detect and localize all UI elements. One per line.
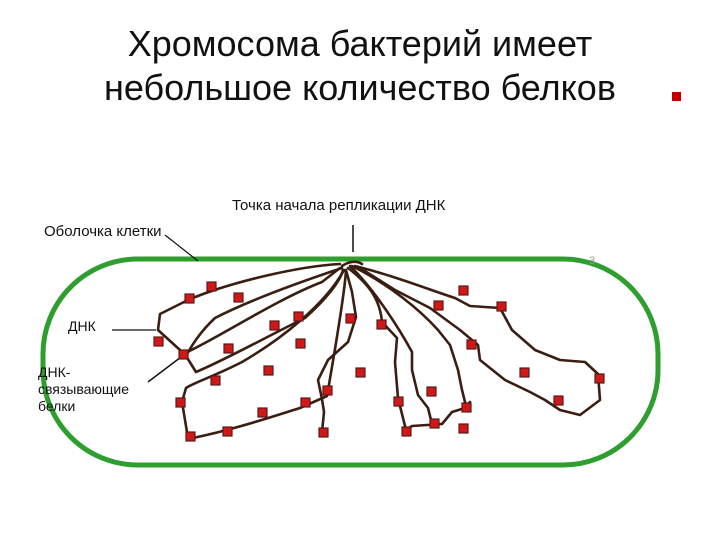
protein-marker: [184, 293, 195, 304]
protein-marker: [519, 367, 530, 378]
dna-loop: [348, 264, 434, 426]
dna-binding-proteins-label: ДНК- связывающие белки: [38, 364, 158, 415]
protein-marker: [461, 402, 472, 413]
dna-loop: [353, 264, 602, 417]
protein-marker: [210, 375, 221, 386]
protein-marker: [429, 418, 440, 429]
protein-marker: [269, 320, 280, 331]
bullet-marker: [672, 92, 681, 101]
cell-wall-label: Оболочка клетки: [44, 223, 162, 240]
protein-marker: [496, 301, 507, 312]
protein-marker: [222, 426, 233, 437]
title-line-1: Хромосома бактерий имеет: [127, 23, 593, 64]
title-line-2: небольшое количество белков: [104, 67, 616, 108]
protein-marker: [322, 385, 333, 396]
cell-wall: [40, 256, 661, 468]
protein-marker: [293, 311, 304, 322]
proteins-label-line-2: связывающие: [38, 381, 130, 397]
protein-marker: [295, 338, 306, 349]
dna-binding-proteins: [153, 281, 605, 442]
protein-marker: [355, 367, 366, 378]
protein-marker: [376, 319, 387, 330]
dna-loop: [340, 260, 364, 268]
protein-marker: [458, 423, 469, 434]
protein-marker: [401, 426, 412, 437]
protein-marker: [553, 395, 564, 406]
protein-marker: [466, 339, 477, 350]
protein-marker: [206, 281, 217, 292]
protein-marker: [318, 427, 329, 438]
dna-loop: [156, 262, 342, 355]
proteins-label-line-1: ДНК-: [38, 364, 71, 380]
origin-of-replication-label: Точка начала репликации ДНК: [232, 197, 446, 214]
protein-marker: [175, 397, 186, 408]
page-title: Хромосома бактерий имеет небольшое колич…: [40, 22, 680, 110]
corner-mark: 3: [589, 255, 596, 267]
protein-marker: [433, 300, 444, 311]
protein-marker: [300, 397, 311, 408]
protein-marker: [257, 407, 268, 418]
protein-marker: [263, 365, 274, 376]
protein-marker: [153, 336, 164, 347]
protein-marker: [594, 373, 605, 384]
protein-marker: [178, 349, 189, 360]
dna-label: ДНК: [68, 318, 96, 334]
protein-marker: [233, 292, 244, 303]
cell-wall-leader-line: [164, 234, 199, 262]
protein-marker: [458, 285, 469, 296]
dna-loop: [316, 268, 358, 434]
protein-marker: [223, 343, 234, 354]
protein-marker: [185, 431, 196, 442]
protein-marker: [393, 396, 404, 407]
proteins-label-line-3: белки: [38, 398, 76, 414]
protein-marker: [426, 386, 437, 397]
protein-marker: [345, 313, 356, 324]
